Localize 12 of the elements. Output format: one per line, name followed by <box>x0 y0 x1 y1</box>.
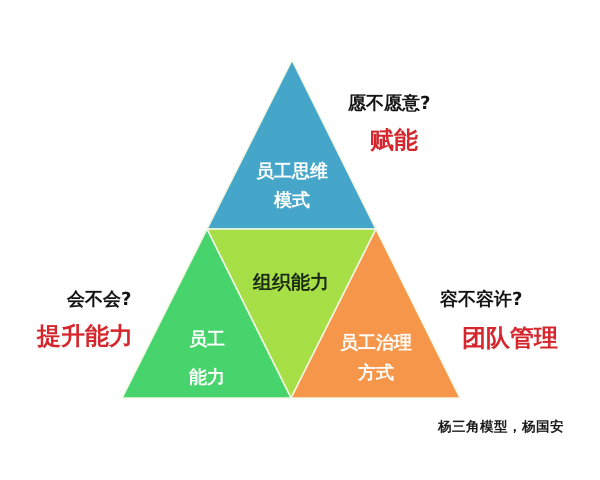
attribution-text: 杨三角模型，杨国安 <box>438 419 564 436</box>
segment-label: 员工治理方式 <box>339 331 413 385</box>
keyword-label: 团队管理 <box>462 324 558 353</box>
question-label: 愿不愿意? <box>348 93 430 115</box>
question-label: 会不会? <box>67 289 132 311</box>
segment-label: 组织能力 <box>252 270 330 296</box>
question-label: 容不容许? <box>440 289 522 311</box>
inverted-triangle-segment <box>207 229 376 398</box>
segment-label: 员工思维模式 <box>255 160 329 213</box>
segment-label: 员工能力 <box>188 328 226 390</box>
keyword-label: 提升能力 <box>37 322 133 351</box>
keyword-label: 赋能 <box>370 126 418 155</box>
